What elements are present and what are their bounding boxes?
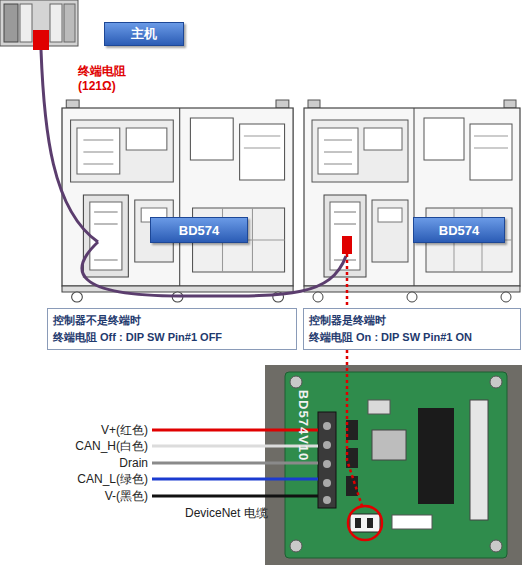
node-heading: 控制器是终端时: [309, 312, 515, 329]
signal-name: CAN_H(白色): [38, 438, 148, 454]
host-plc-part: [64, 4, 75, 42]
board-photo-part: [265, 365, 522, 565]
node-heading: BD574: [439, 223, 479, 238]
host-plc-part: [20, 4, 32, 42]
signal-name: Drain: [38, 455, 148, 471]
board-label: BD574: [413, 217, 505, 243]
board-photo-part: [470, 400, 488, 520]
callout-box: 控制器是终端时终端电阻 On : DIP SW Pin#1 ON: [303, 308, 521, 350]
callout-box: 控制器不是终端时终端电阻 Off : DIP SW Pin#1 OFF: [47, 308, 297, 350]
board-photo-part: [323, 496, 331, 504]
board-photo-part: [323, 479, 331, 487]
node-heading: 控制器不是终端时: [53, 312, 291, 329]
board-photo-part: [348, 506, 382, 540]
devicenet-cable-part: [82, 242, 346, 296]
terminator-note: 终端电阻 (121Ω): [78, 64, 134, 94]
host-label: 主机: [104, 22, 184, 46]
board-photo-part: [367, 518, 373, 528]
controller-left-part: [62, 100, 293, 302]
board-label: BD574: [150, 217, 248, 243]
board-photo-part: [490, 540, 502, 552]
devicenet-wires-part: [152, 495, 318, 498]
devicenet-wires-part: [152, 462, 318, 465]
signal-name: V+(红色): [38, 422, 148, 438]
board-photo-part: [290, 376, 302, 388]
board-silkscreen: BD574V10: [296, 381, 311, 471]
host-plc-part: [4, 4, 18, 42]
host-plc-part: [50, 4, 62, 42]
board-photo-part: [490, 376, 502, 388]
controller-left: [62, 100, 293, 302]
host-plc-part: [33, 30, 49, 50]
board-photo-part: [318, 412, 336, 508]
board-photo-part: [368, 400, 390, 414]
signal-name: CAN_L(绿色): [38, 471, 148, 487]
signal-name: V-(黑色): [38, 488, 148, 504]
devicenet-wires-part: [152, 478, 318, 481]
cable-name: DeviceNet 电缆: [185, 505, 268, 521]
board-photo-part: [418, 408, 454, 504]
devicenet-cable: [41, 50, 346, 296]
board-photo-part: [346, 476, 358, 496]
board-photo-part: [290, 540, 302, 552]
devicenet-wires: [152, 430, 318, 496]
node-body: 终端电阻 Off : DIP SW Pin#1 OFF: [53, 329, 291, 346]
board-photo-part: [392, 515, 432, 529]
host-plc: [0, 0, 78, 50]
devicenet-wires-part: [152, 445, 318, 448]
devicenet-cable-part: [41, 50, 98, 242]
leader-line-part: [347, 254, 362, 506]
board-photo: [265, 365, 522, 565]
node-body: 终端电阻 On : DIP SW Pin#1 ON: [309, 329, 515, 346]
leader-line: [347, 254, 362, 506]
node-heading: 主机: [131, 25, 157, 43]
devicenet-wires-part: [152, 429, 318, 432]
board-photo-part: [323, 422, 331, 430]
board-photo-part: [355, 518, 361, 528]
board-photo-part: [323, 441, 331, 449]
board-photo-part: [372, 430, 406, 460]
board-photo-part: [285, 372, 507, 558]
board-photo-part: [323, 460, 331, 468]
controller-right-part: [342, 236, 352, 254]
node-heading: BD574: [179, 223, 219, 238]
board-photo-part: [350, 514, 380, 532]
